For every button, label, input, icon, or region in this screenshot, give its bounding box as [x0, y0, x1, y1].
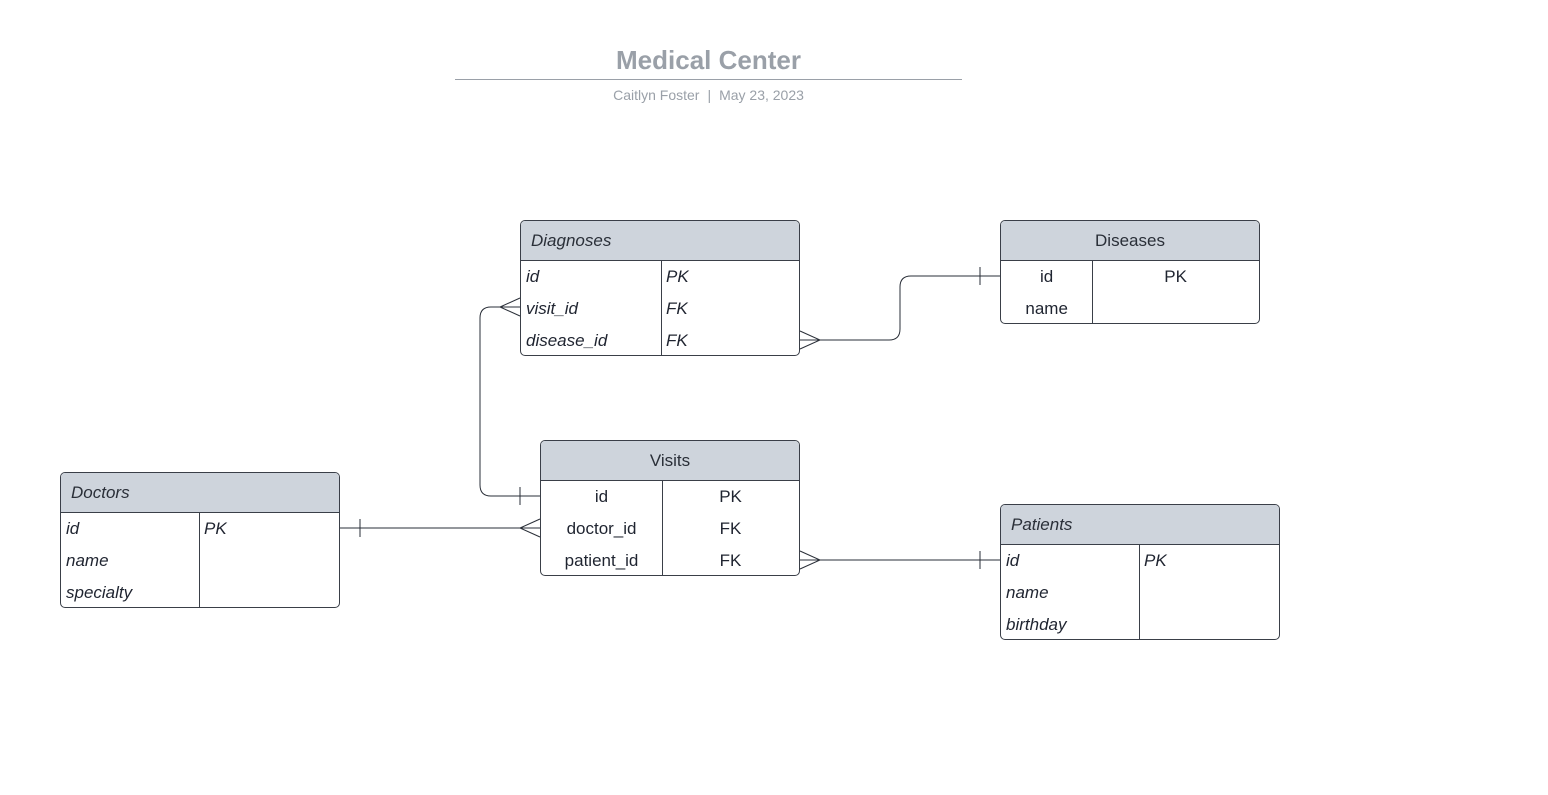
field-key: FK — [666, 299, 688, 318]
entity-visits[interactable]: Visits id PK doctor_id FK patient_id FK — [540, 440, 800, 576]
entity-diagnoses-title: Diagnoses — [521, 221, 799, 261]
column-divider — [1092, 261, 1093, 323]
field-name: specialty — [66, 583, 133, 602]
field-row[interactable]: disease_id FK — [521, 325, 799, 355]
field-key: PK — [719, 487, 742, 506]
entity-patients[interactable]: Patients id PK name birthday — [1000, 504, 1280, 640]
field-row[interactable]: id PK — [541, 481, 799, 513]
entity-diseases-title: Diseases — [1001, 221, 1259, 261]
entity-diseases-rows: id PK name — [1001, 261, 1259, 323]
field-name: id — [1040, 267, 1054, 286]
connector-diagnoses-diseases[interactable] — [799, 267, 1000, 350]
field-key: FK — [666, 331, 688, 350]
field-name: name — [1006, 583, 1049, 602]
diagram-header: Medical Center Caitlyn Foster | May 23, 20… — [455, 42, 962, 103]
diagram-subtitle: Caitlyn Foster | May 23, 2023 — [455, 87, 962, 103]
field-name: name — [1025, 299, 1068, 318]
entity-visits-rows: id PK doctor_id FK patient_id FK — [541, 481, 799, 575]
field-key: FK — [719, 551, 742, 570]
field-row[interactable]: id PK — [1001, 261, 1259, 293]
field-name: disease_id — [526, 331, 608, 350]
connector-visits-patients[interactable] — [799, 550, 1000, 570]
field-row[interactable]: id PK — [61, 513, 339, 545]
field-name: patient_id — [564, 551, 639, 570]
field-name: id — [1006, 551, 1020, 570]
field-key: FK — [719, 519, 742, 538]
author-name: Caitlyn Foster — [613, 87, 700, 103]
field-row[interactable]: birthday — [1001, 609, 1279, 639]
field-key — [199, 545, 339, 577]
field-row[interactable]: name — [1001, 293, 1259, 323]
field-row[interactable]: patient_id FK — [541, 545, 799, 575]
field-key — [1092, 293, 1259, 323]
field-key: PK — [1144, 551, 1167, 570]
column-divider — [661, 261, 662, 355]
entity-patients-title: Patients — [1001, 505, 1279, 545]
field-name: id — [526, 267, 540, 286]
field-row[interactable]: visit_id FK — [521, 293, 799, 325]
field-row[interactable]: id PK — [1001, 545, 1279, 577]
field-row[interactable]: specialty — [61, 577, 339, 607]
column-divider — [199, 513, 200, 607]
field-key: PK — [666, 267, 689, 286]
field-name: name — [66, 551, 109, 570]
subtitle-separator: | — [707, 87, 712, 103]
field-key: PK — [1164, 267, 1187, 286]
column-divider — [1139, 545, 1140, 639]
entity-doctors-title: Doctors — [61, 473, 339, 513]
field-row[interactable]: id PK — [521, 261, 799, 293]
entity-visits-title: Visits — [541, 441, 799, 481]
entity-doctors[interactable]: Doctors id PK name specialty — [60, 472, 340, 608]
diagram-title: Medical Center — [455, 42, 962, 80]
entity-doctors-rows: id PK name specialty — [61, 513, 339, 607]
field-key — [199, 577, 339, 607]
column-divider — [662, 481, 663, 575]
field-row[interactable]: name — [61, 545, 339, 577]
connector-visits-doctors[interactable] — [340, 518, 541, 538]
field-key: PK — [204, 519, 227, 538]
field-name: birthday — [1006, 615, 1067, 634]
field-key — [1139, 577, 1279, 609]
entity-diagnoses-rows: id PK visit_id FK disease_id FK — [521, 261, 799, 355]
field-key — [1139, 609, 1279, 639]
entity-patients-rows: id PK name birthday — [1001, 545, 1279, 639]
field-name: id — [66, 519, 80, 538]
field-row[interactable]: name — [1001, 577, 1279, 609]
field-name: id — [594, 487, 609, 506]
field-row[interactable]: doctor_id FK — [541, 513, 799, 545]
entity-diagnoses[interactable]: Diagnoses id PK visit_id FK disease_id F… — [520, 220, 800, 356]
field-name: visit_id — [526, 299, 578, 318]
diagram-date: May 23, 2023 — [719, 87, 804, 103]
entity-diseases[interactable]: Diseases id PK name — [1000, 220, 1260, 324]
field-name: doctor_id — [566, 519, 637, 538]
